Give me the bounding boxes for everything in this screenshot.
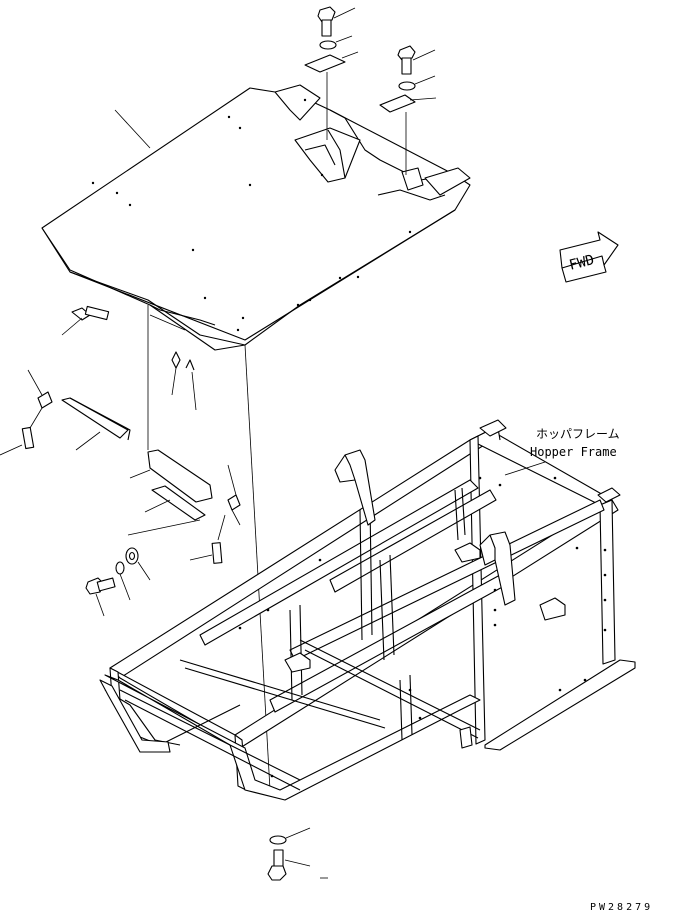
bottom-bolt-set	[267, 827, 328, 881]
hopper-cover-plate	[41, 84, 471, 351]
hopper-frame-label-en: Hopper Frame	[530, 445, 617, 459]
hopper-frame	[99, 419, 636, 801]
hopper-frame-label-jp: ホッパフレーム	[536, 427, 620, 441]
drawing-number: PW28279	[590, 902, 653, 913]
left-side-fasteners	[0, 305, 271, 791]
top-bolt-set	[304, 6, 437, 175]
fwd-direction-arrow: FWD	[559, 231, 619, 283]
fwd-label: FWD	[568, 252, 596, 274]
